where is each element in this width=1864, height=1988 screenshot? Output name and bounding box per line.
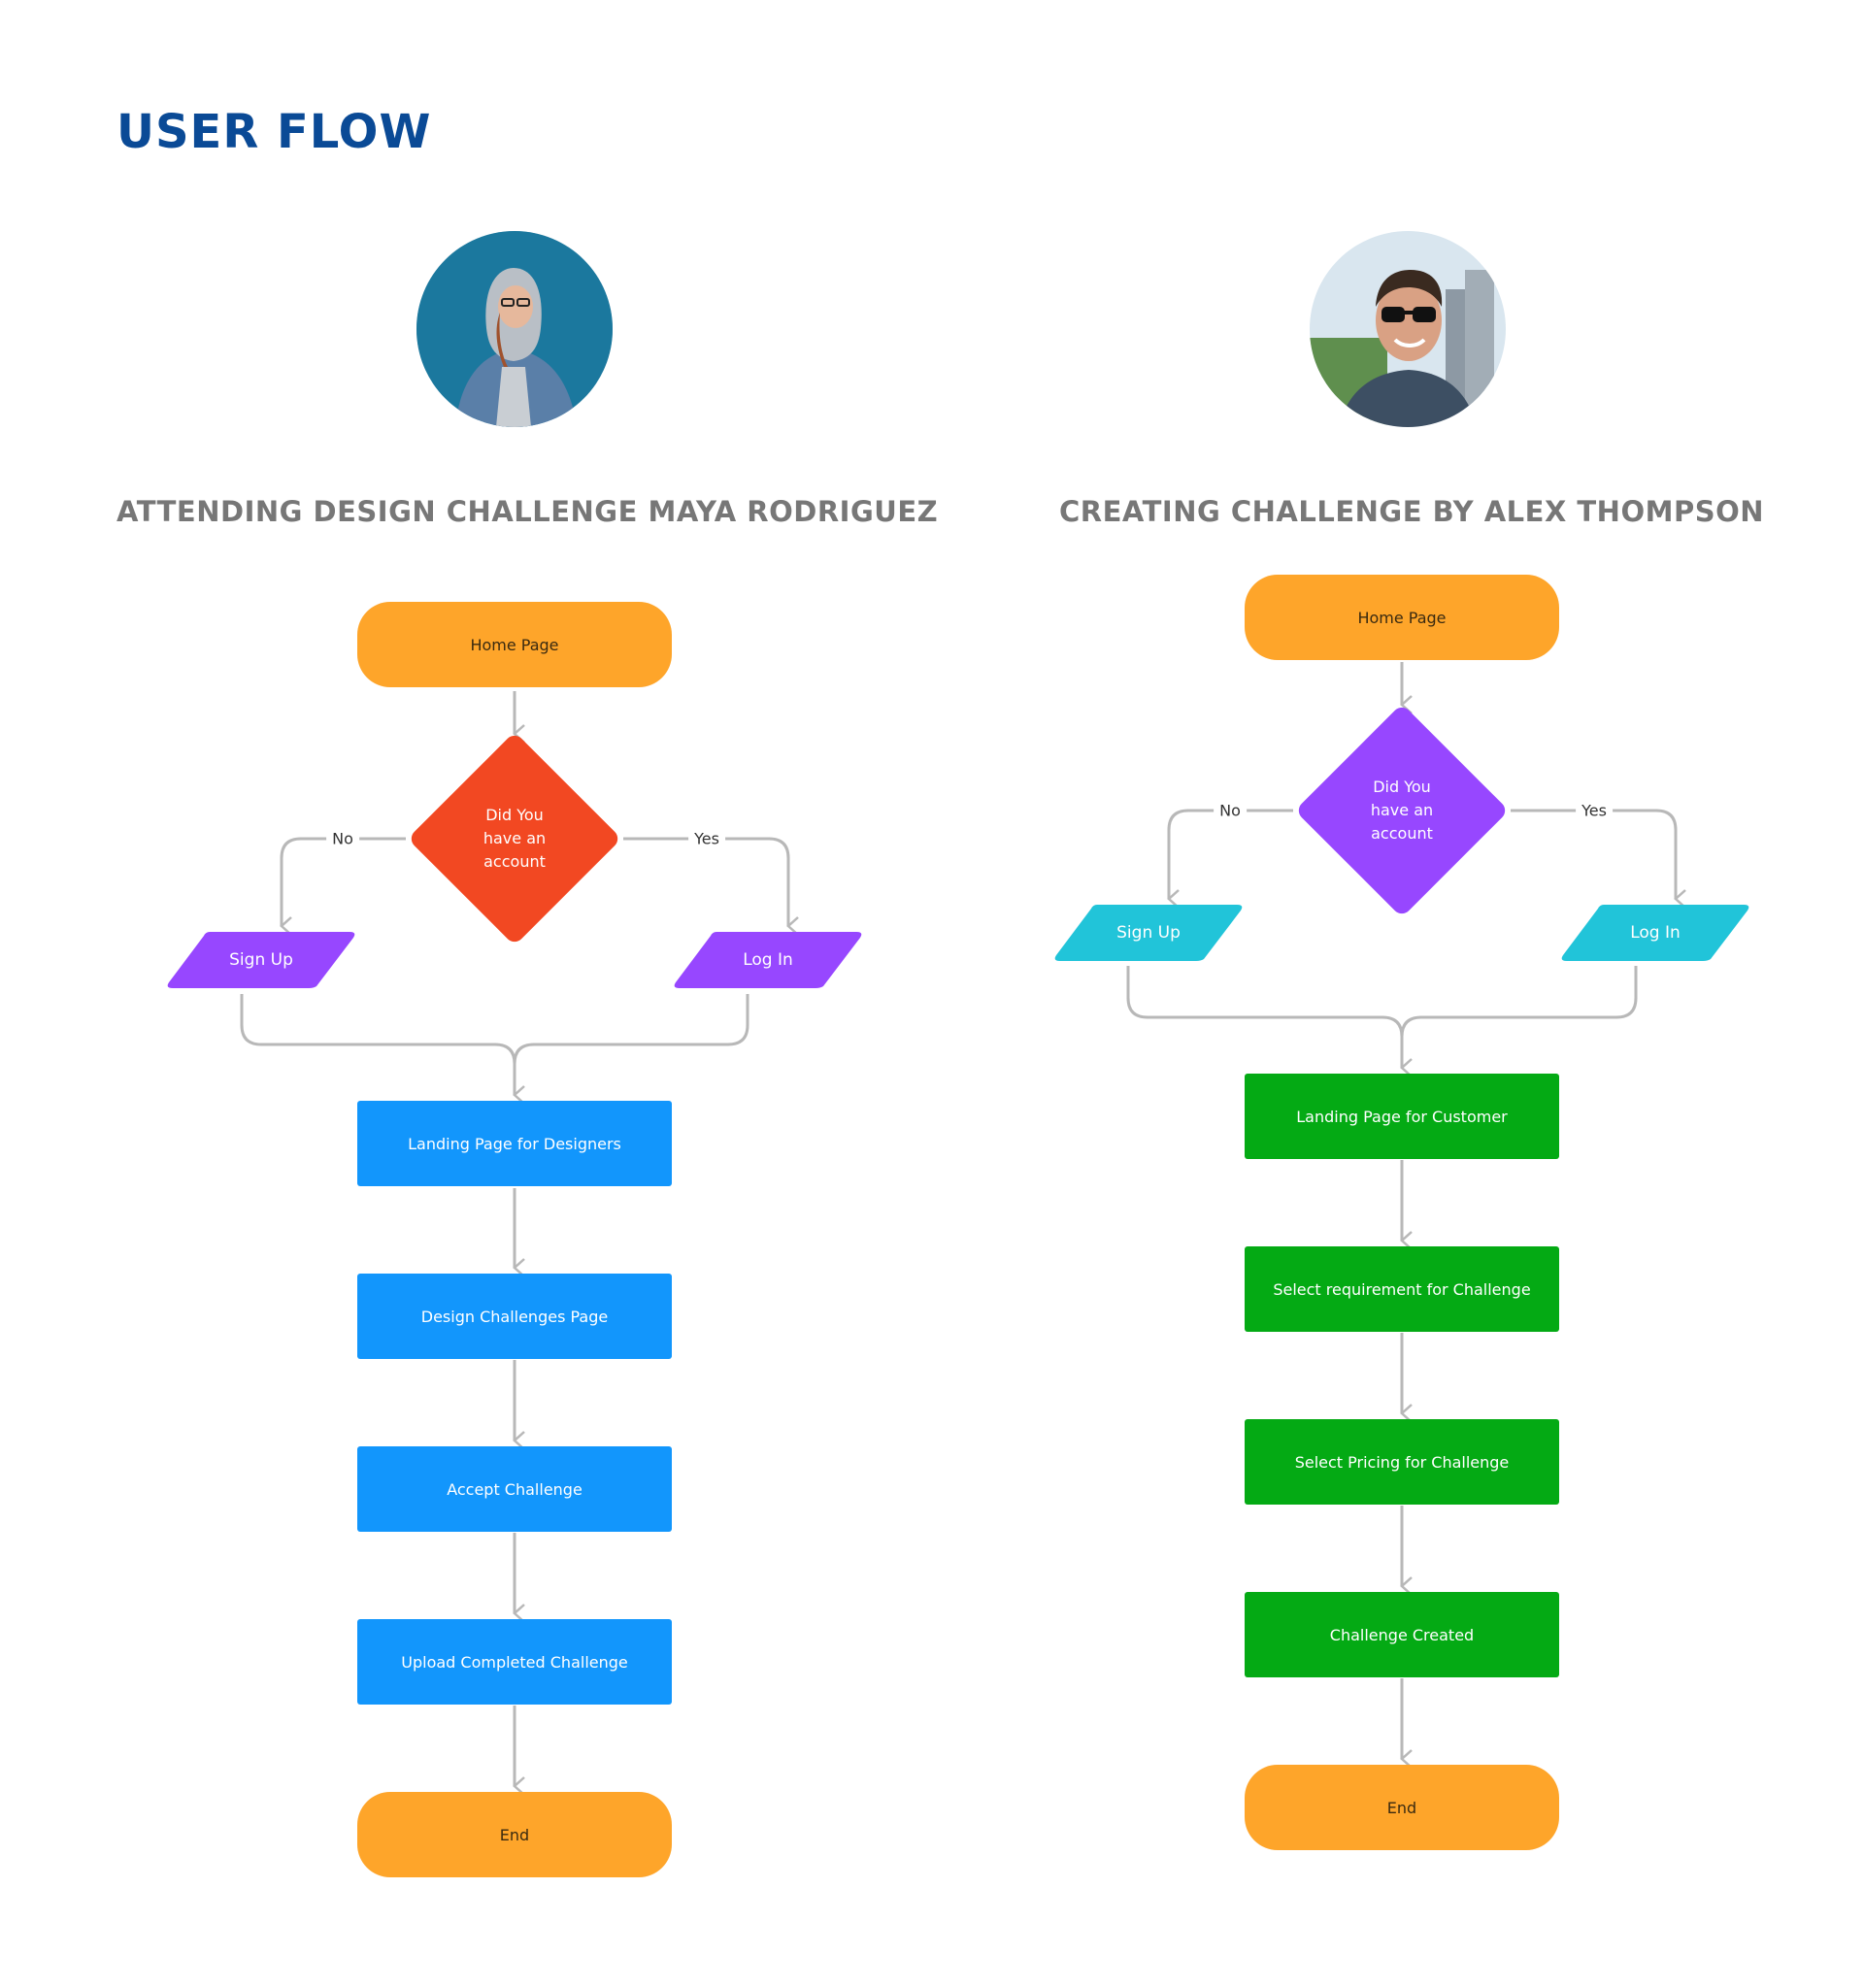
flow-title-customer: CREATING CHALLENGE BY ALEX THOMPSON xyxy=(1059,495,1765,528)
designer-avatar xyxy=(416,231,613,427)
left-step-upload-challenge[interactable]: Upload Completed Challenge xyxy=(357,1619,672,1705)
left-sign-up-label: Sign Up xyxy=(229,950,293,970)
left-account-decision[interactable]: Did You have an account xyxy=(407,731,622,946)
right-sign-up-label: Sign Up xyxy=(1116,923,1181,943)
left-home-page-node[interactable]: Home Page xyxy=(357,602,672,687)
left-yes-label: Yes xyxy=(688,829,725,848)
flow-title-designer: ATTENDING DESIGN CHALLENGE MAYA RODRIGUE… xyxy=(116,495,939,528)
right-sign-up-node[interactable]: Sign Up xyxy=(1052,903,1245,963)
right-no-label: No xyxy=(1214,801,1247,820)
left-decision-label: Did You have an account xyxy=(483,806,547,871)
right-log-in-node[interactable]: Log In xyxy=(1559,903,1751,963)
right-step-challenge-created[interactable]: Challenge Created xyxy=(1245,1592,1559,1677)
right-account-decision[interactable]: Did You have an account xyxy=(1294,703,1510,918)
left-no-label: No xyxy=(326,829,359,848)
left-step-accept-challenge[interactable]: Accept Challenge xyxy=(357,1446,672,1532)
right-yes-label: Yes xyxy=(1576,801,1613,820)
right-step-landing-customer[interactable]: Landing Page for Customer xyxy=(1245,1074,1559,1159)
left-log-in-label: Log In xyxy=(743,950,793,970)
left-step-landing-designers[interactable]: Landing Page for Designers xyxy=(357,1101,672,1186)
right-log-in-label: Log In xyxy=(1630,923,1681,943)
left-flow-connectors xyxy=(240,691,799,1796)
right-flow-connectors xyxy=(1126,662,1686,1769)
left-log-in-node[interactable]: Log In xyxy=(672,930,864,990)
right-decision-label: Did You have an account xyxy=(1370,778,1434,843)
right-step-select-requirement[interactable]: Select requirement for Challenge xyxy=(1245,1246,1559,1332)
page-title: USER FLOW xyxy=(116,105,432,159)
right-end-node[interactable]: End xyxy=(1245,1765,1559,1850)
right-home-page-node[interactable]: Home Page xyxy=(1245,575,1559,660)
right-step-select-pricing[interactable]: Select Pricing for Challenge xyxy=(1245,1419,1559,1505)
left-step-design-challenges[interactable]: Design Challenges Page xyxy=(357,1274,672,1359)
left-sign-up-node[interactable]: Sign Up xyxy=(165,930,357,990)
customer-avatar xyxy=(1310,231,1506,427)
left-end-node[interactable]: End xyxy=(357,1792,672,1877)
